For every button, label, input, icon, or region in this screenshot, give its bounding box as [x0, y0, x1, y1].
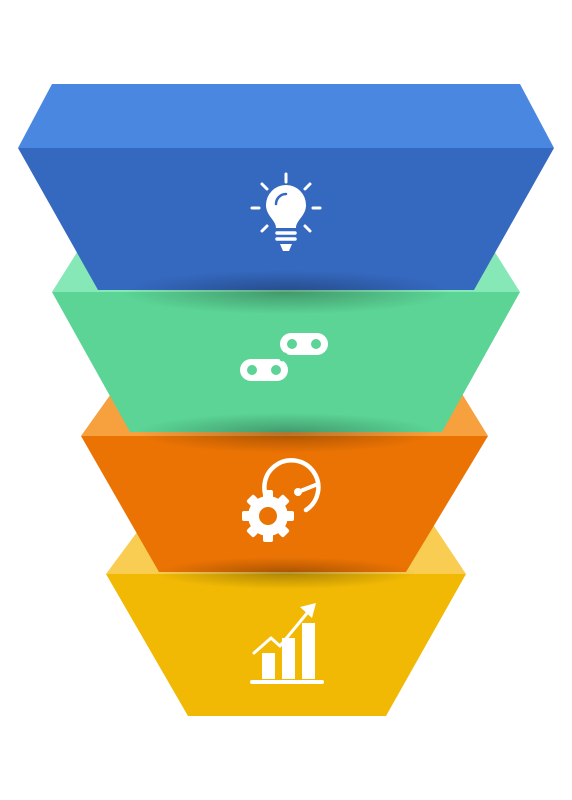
chain-link-icon — [240, 333, 328, 381]
growth-chart-icon — [250, 603, 324, 684]
stage-idea-shadow — [121, 270, 451, 314]
stage-process-shadow — [156, 557, 416, 589]
gear-gauge-icon — [242, 458, 321, 542]
stage-connect-shadow — [136, 413, 436, 453]
lightbulb-icon — [250, 172, 322, 251]
stage-connect-front — [52, 292, 520, 432]
stage-idea-lip — [18, 84, 554, 148]
